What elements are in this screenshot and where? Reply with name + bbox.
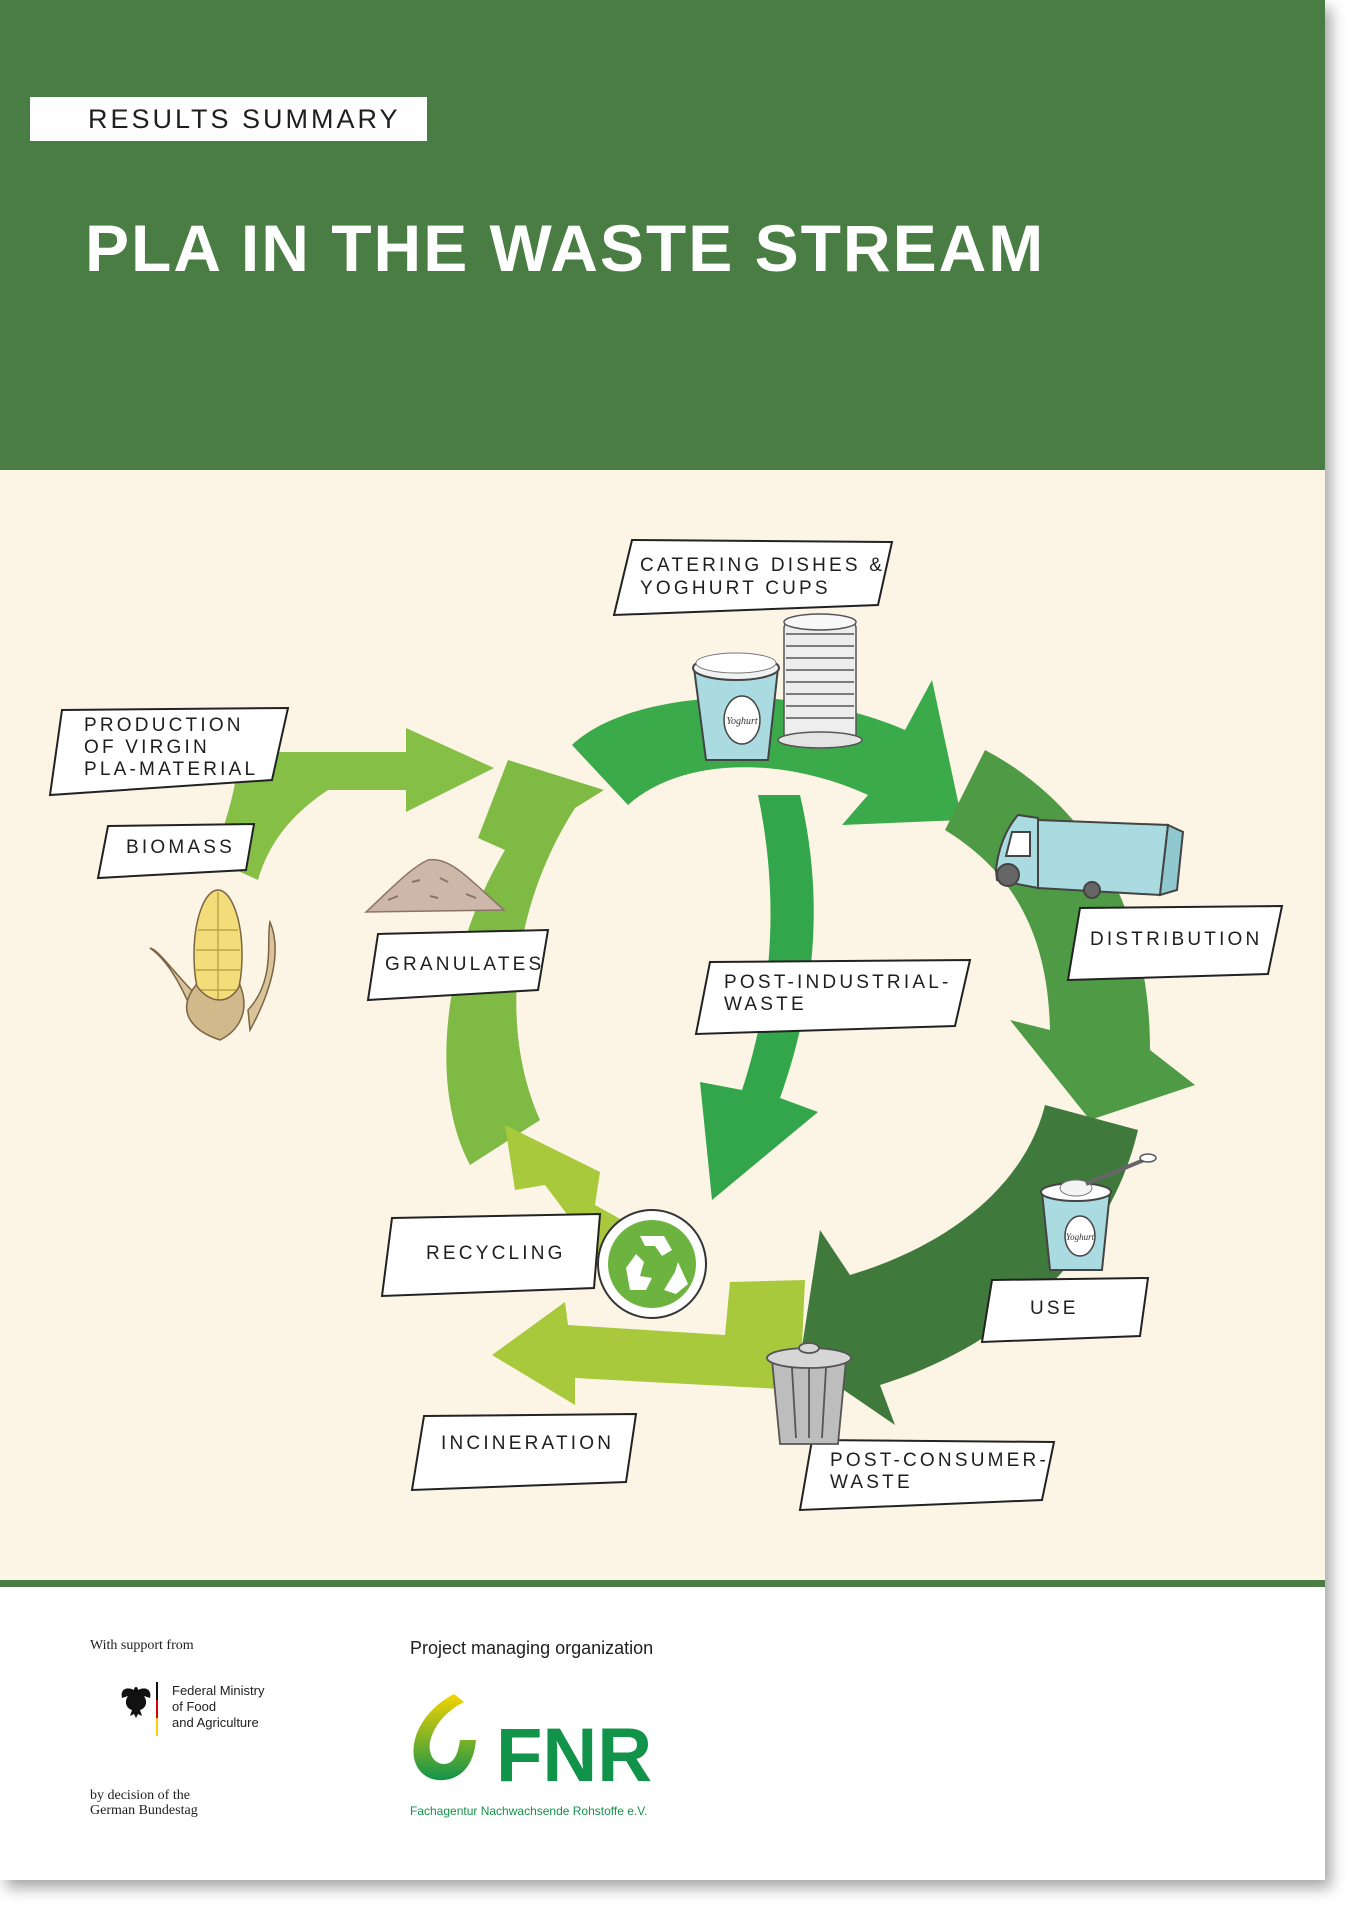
bundestag-decision: by decision of the German Bundestag [90, 1788, 198, 1818]
svg-text:USE: USE [1030, 1298, 1079, 1319]
svg-text:INCINERATION: INCINERATION [441, 1433, 614, 1454]
corn-cob-icon [149, 889, 276, 1041]
label-incineration: INCINERATION [410, 1412, 638, 1492]
waste-stream-diagram: CATERING DISHES & YOGHURT CUPS PRODUCTIO… [48, 538, 1284, 1512]
svg-text:Yoghurt: Yoghurt [726, 716, 758, 727]
footer-divider [0, 1580, 1325, 1587]
left-cycle-arrow [446, 760, 604, 1165]
svg-text:RECYCLING: RECYCLING [426, 1243, 566, 1264]
svg-text:OF VIRGIN: OF VIRGIN [84, 737, 210, 758]
recycle-symbol-icon [597, 1209, 707, 1319]
label-post-industrial: POST-INDUSTRIAL- WASTE [694, 958, 972, 1036]
delivery-truck-icon [994, 813, 1185, 899]
svg-text:POST-CONSUMER-: POST-CONSUMER- [830, 1450, 1049, 1471]
project-managing-label: Project managing organization [410, 1638, 654, 1658]
decision-line-2: German Bundestag [90, 1803, 198, 1818]
svg-text:WASTE: WASTE [830, 1472, 913, 1493]
svg-text:BIOMASS: BIOMASS [126, 837, 235, 858]
yoghurt-cup-spoon-icon: Yoghurt [1040, 1153, 1157, 1271]
ministry-line-3: and Agriculture [172, 1715, 259, 1730]
page-title: PLA IN THE WASTE STREAM [85, 211, 1046, 285]
svg-text:GRANULATES: GRANULATES [385, 954, 544, 975]
label-post-consumer: POST-CONSUMER- WASTE [798, 1438, 1056, 1512]
plate-stack-icon [777, 613, 863, 749]
federal-eagle-logo [121, 1682, 158, 1736]
header-band: RESULTS SUMMARY PLA IN THE WASTE STREAM [0, 0, 1325, 470]
recycling-arrow [505, 1125, 640, 1265]
brochure-cover: RESULTS SUMMARY PLA IN THE WASTE STREAM … [0, 0, 1325, 1818]
support-label: With support from [90, 1638, 194, 1653]
svg-text:Yoghurt: Yoghurt [1066, 1232, 1095, 1242]
label-production: PRODUCTION OF VIRGIN PLA-MATERIAL [48, 706, 290, 797]
svg-text:YOGHURT CUPS: YOGHURT CUPS [640, 578, 831, 599]
svg-text:CATERING DISHES &: CATERING DISHES & [640, 555, 885, 576]
svg-text:DISTRIBUTION: DISTRIBUTION [1090, 929, 1262, 950]
fnr-swirl-logo [413, 1694, 476, 1781]
decision-line-1: by decision of the [90, 1788, 190, 1803]
label-biomass: BIOMASS [96, 822, 256, 880]
label-granulates: GRANULATES [366, 928, 550, 1002]
svg-text:POST-INDUSTRIAL-: POST-INDUSTRIAL- [724, 972, 952, 993]
fnr-full-name: Fachagentur Nachwachsende Rohstoffe e.V. [410, 1804, 648, 1818]
ministry-line-2: of Food [172, 1699, 217, 1714]
label-recycling: RECYCLING [380, 1212, 602, 1298]
svg-text:PRODUCTION: PRODUCTION [84, 715, 244, 736]
incineration-arrow [492, 1280, 805, 1405]
granulates-pile-icon [364, 858, 506, 913]
production-arrow [214, 728, 494, 880]
label-use: USE [980, 1276, 1150, 1344]
label-catering: CATERING DISHES & YOGHURT CUPS [612, 538, 894, 617]
trash-can-icon [766, 1342, 852, 1445]
ministry-line-1: Federal Ministry [172, 1683, 265, 1698]
yoghurt-cup-icon: Yoghurt [692, 652, 780, 761]
label-distribution: DISTRIBUTION [1066, 904, 1284, 982]
post-industrial-arrow [700, 795, 818, 1200]
svg-text:PLA-MATERIAL: PLA-MATERIAL [84, 759, 258, 780]
results-summary-tag: RESULTS SUMMARY [30, 97, 427, 141]
svg-text:WASTE: WASTE [724, 994, 807, 1015]
ministry-name: Federal Ministry of Food and Agriculture [172, 1683, 264, 1731]
fnr-logo-text: FNR [496, 1713, 653, 1798]
